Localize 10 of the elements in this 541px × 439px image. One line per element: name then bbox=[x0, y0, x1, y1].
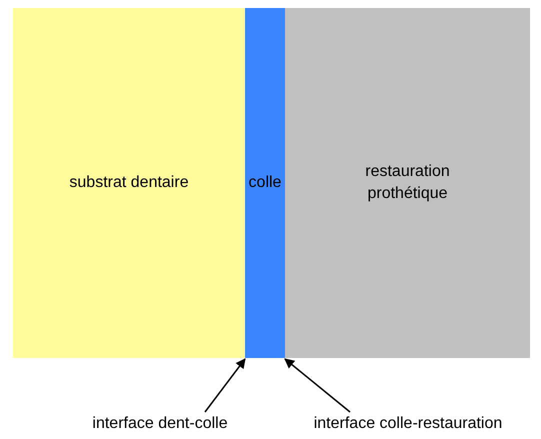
band-label: interface colle-restauration bbox=[314, 414, 502, 434]
band-label: colle bbox=[248, 173, 282, 193]
arrow bbox=[284, 358, 350, 413]
substrate-band bbox=[13, 8, 245, 358]
arrow bbox=[204, 358, 246, 412]
band-label: restauration prothétique bbox=[364, 162, 451, 204]
adhesive-band bbox=[245, 8, 285, 358]
band-label: interface dent-colle bbox=[92, 414, 228, 434]
band-label: substrat dentaire bbox=[69, 173, 189, 193]
restoration-band bbox=[285, 8, 530, 358]
